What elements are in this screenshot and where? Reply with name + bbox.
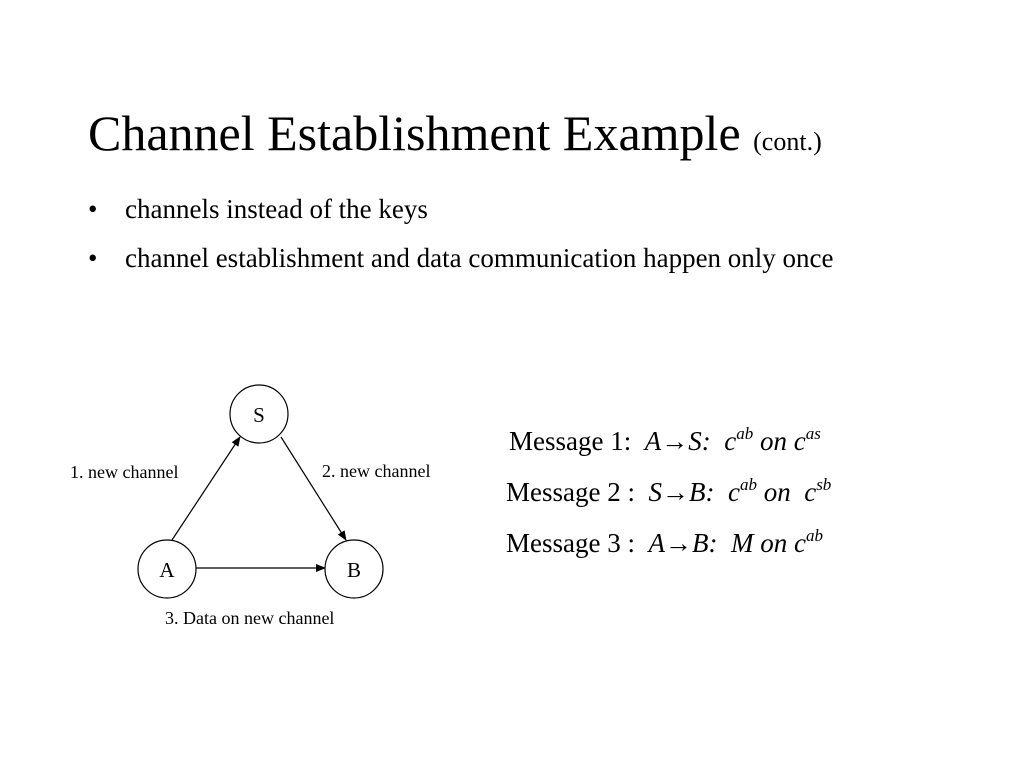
slide-title: Channel Establishment Example (cont.)	[88, 103, 822, 172]
edge-a-to-s	[171, 436, 241, 541]
node-b: B	[324, 539, 384, 599]
edge-s-to-b-label: 2. new channel	[322, 461, 430, 481]
message-part2: c	[793, 528, 806, 558]
bullet-list: • channels instead of the keys • channel…	[88, 184, 908, 282]
node-s: S	[229, 384, 289, 444]
message-3: Message 3 : A→B: M on cab	[506, 523, 823, 563]
node-a-label: A	[159, 558, 175, 582]
message-part2-sup: sb	[816, 475, 832, 494]
message-route: A→B:	[648, 528, 718, 558]
message-connector: on	[760, 528, 788, 558]
message-part2: c	[793, 426, 806, 456]
edge-a-to-b-label: 3. Data on new channel	[165, 608, 334, 628]
message-part1-sup: ab	[739, 475, 757, 494]
bullet-dot-icon: •	[88, 194, 98, 224]
message-connector: on	[763, 477, 791, 507]
message-1: Message 1: A→S: cab on cas	[509, 421, 821, 461]
node-s-label: S	[253, 403, 265, 427]
message-part2-sup: ab	[805, 526, 823, 545]
slide-title-main: Channel Establishment Example	[88, 105, 741, 161]
bullet-dot-icon: •	[88, 243, 98, 273]
message-part1: M	[730, 528, 754, 558]
message-part2: c	[804, 477, 817, 507]
node-a: A	[137, 539, 197, 599]
message-part2-sup: as	[805, 424, 821, 443]
edge-a-to-s-label: 1. new channel	[70, 462, 178, 482]
node-b-label: B	[347, 558, 361, 582]
bullet-text: channel establishment and data communica…	[125, 243, 834, 273]
message-connector: on	[759, 426, 787, 456]
bullet-item: • channel establishment and data communi…	[88, 233, 908, 284]
bullet-text: channels instead of the keys	[125, 194, 428, 224]
message-route: A→S:	[644, 426, 711, 456]
message-prefix: Message 3 :	[506, 528, 635, 558]
message-prefix: Message 2 :	[506, 477, 635, 507]
slide-title-suffix: (cont.)	[753, 127, 822, 156]
message-route: S→B:	[648, 477, 715, 507]
message-2: Message 2 : S→B: cab on csb	[506, 472, 831, 512]
message-part1: c	[724, 426, 737, 456]
message-part1: c	[727, 477, 740, 507]
message-prefix: Message 1:	[509, 426, 632, 456]
edge-s-to-b	[280, 436, 347, 541]
message-part1-sup: ab	[736, 424, 754, 443]
bullet-item: • channels instead of the keys	[88, 184, 908, 235]
